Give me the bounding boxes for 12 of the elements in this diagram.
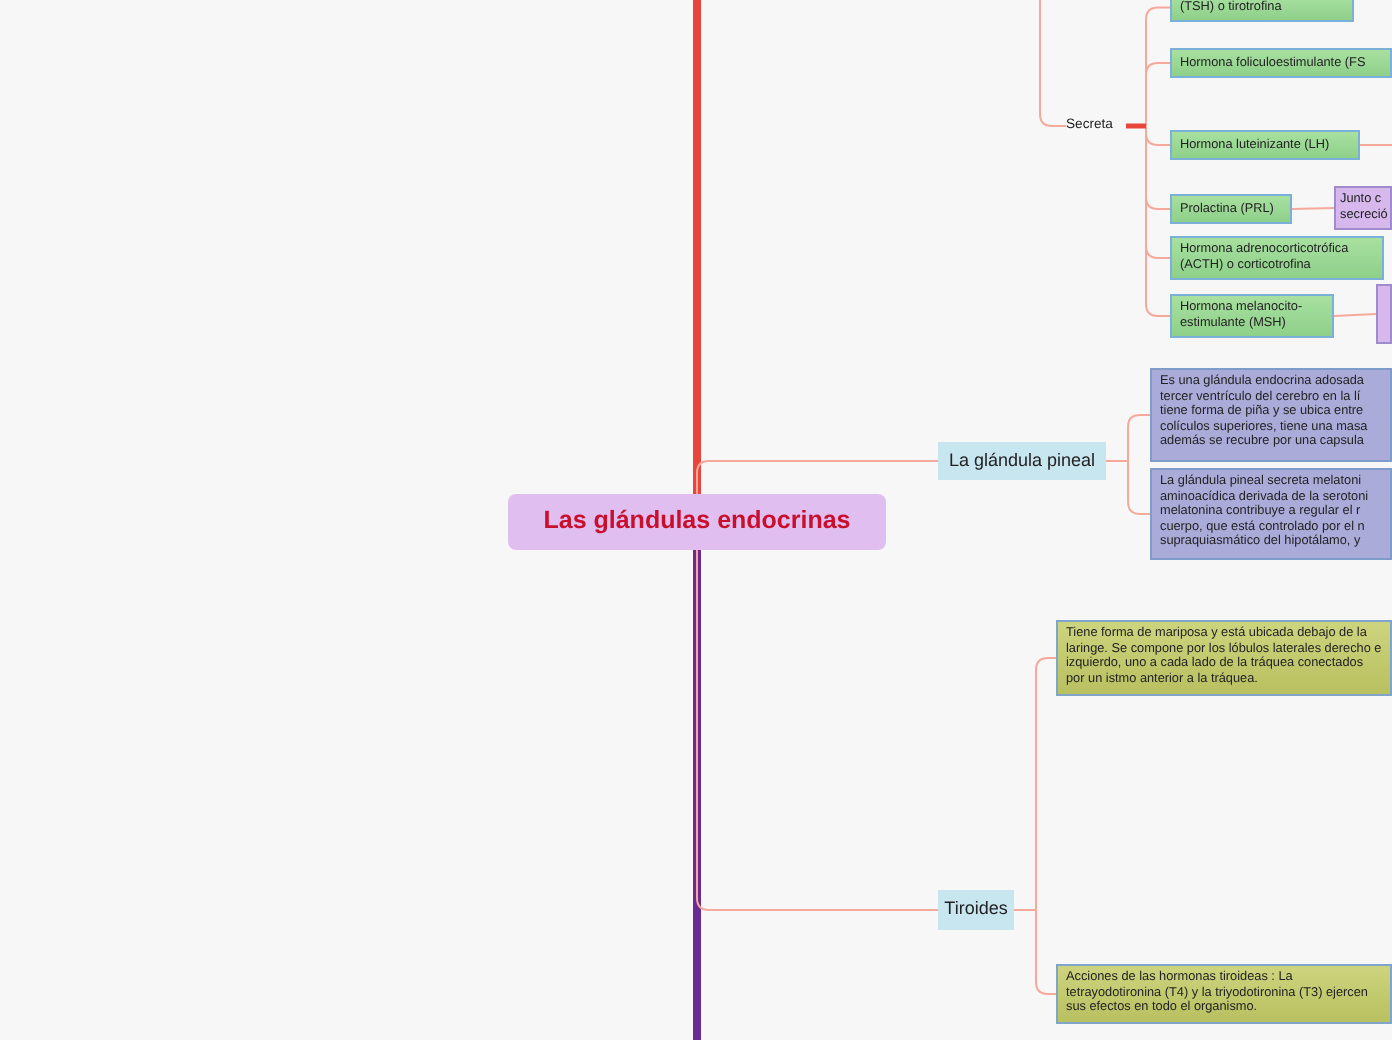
connector-line xyxy=(1039,0,1067,127)
connector-line xyxy=(1359,144,1392,146)
title-box: Las glándulas endocrinas xyxy=(508,494,886,550)
connector-line xyxy=(696,460,939,495)
topic-box: La glándula pineal xyxy=(938,442,1106,480)
connector-line xyxy=(1291,207,1335,210)
empty-box xyxy=(1376,284,1392,344)
connector-line xyxy=(1333,313,1377,317)
connector-line xyxy=(696,549,939,911)
topic-box: Tiroides xyxy=(938,890,1014,930)
connector-line xyxy=(693,550,701,1040)
connector-line xyxy=(693,0,701,494)
